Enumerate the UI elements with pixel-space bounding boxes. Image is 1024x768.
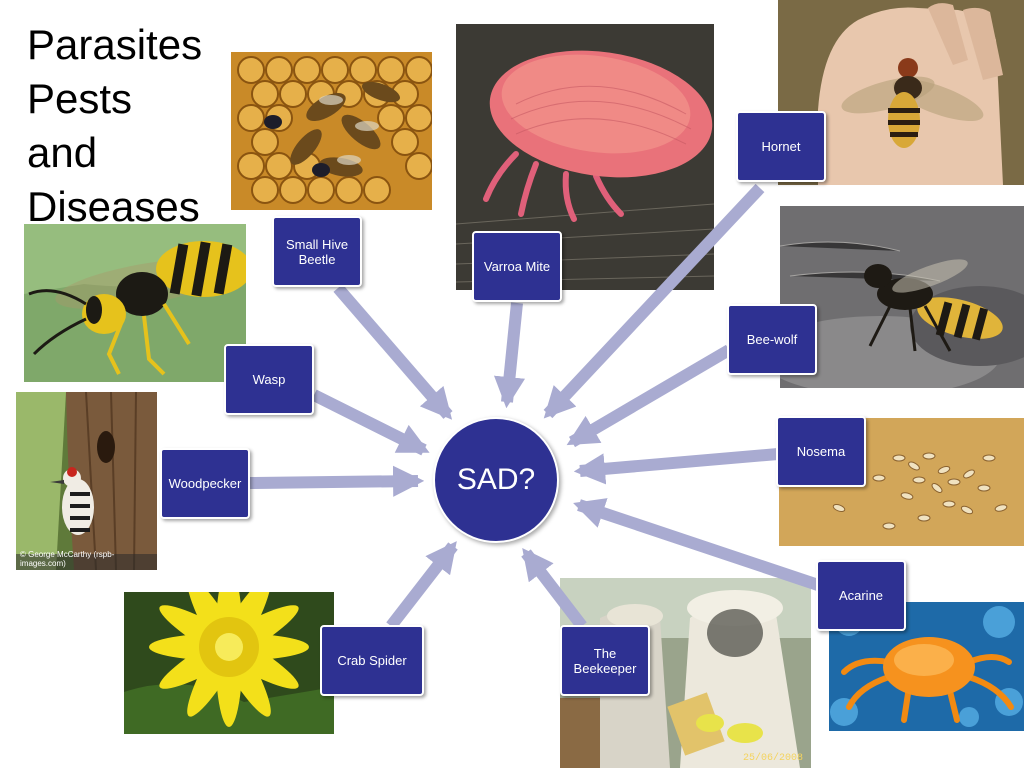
arrow-wasp xyxy=(311,389,430,456)
node-varroa-mite: Varroa Mite xyxy=(472,231,562,302)
slide-title: Parasites Pests and Diseases xyxy=(27,18,227,234)
photo-date-stamp: 25/06/2008 xyxy=(742,753,803,764)
arrow-bee-wolf xyxy=(566,344,733,448)
photo-wasp xyxy=(24,224,246,382)
node-crab-spider: Crab Spider xyxy=(320,625,424,696)
photo-woodpecker: © George McCarthy (rspb-images.com) xyxy=(16,392,157,570)
arrow-nosema xyxy=(573,448,779,485)
node-acarine: Acarine xyxy=(816,560,906,631)
photo-bee-wolf xyxy=(780,206,1024,388)
title-line-2: Pests xyxy=(27,75,133,122)
node-nosema: Nosema xyxy=(776,416,866,487)
arrow-woodpecker xyxy=(249,465,425,497)
title-line-4: Diseases xyxy=(27,183,200,230)
title-line-3: and xyxy=(27,129,98,176)
photo-dandelion xyxy=(124,592,334,734)
arrow-varroa-mite xyxy=(493,302,526,409)
arrow-acarine xyxy=(573,498,820,591)
arrow-small-hive-beetle xyxy=(333,284,453,420)
node-hornet: Hornet xyxy=(736,111,826,182)
node-woodpecker: Woodpecker xyxy=(160,448,250,519)
node-beekeeper: The Beekeeper xyxy=(560,625,650,696)
central-hub-sad: SAD? xyxy=(433,417,559,543)
arrow-hornet xyxy=(543,183,765,419)
photo-honeybees xyxy=(231,52,432,210)
node-small-hive-beetle: Small Hive Beetle xyxy=(272,216,362,287)
photo-hornet-on-hand xyxy=(778,0,1024,185)
arrow-crab-spider xyxy=(386,541,458,630)
photo-credit: © George McCarthy (rspb-images.com) xyxy=(20,550,115,568)
arrow-beekeeper xyxy=(521,548,587,630)
node-bee-wolf: Bee-wolf xyxy=(727,304,817,375)
title-line-1: Parasites xyxy=(27,21,203,68)
photo-beekeeper: 25/06/2008 xyxy=(560,578,811,768)
node-wasp: Wasp xyxy=(224,344,314,415)
